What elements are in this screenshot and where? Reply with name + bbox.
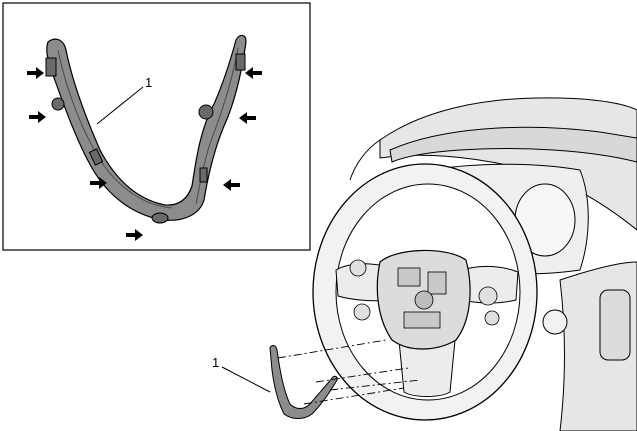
- spoke-button-left-2: [353, 303, 371, 321]
- callout-label-detail: 1: [145, 75, 152, 90]
- vent-knob: [542, 309, 568, 335]
- steering-wheel: [312, 163, 538, 421]
- trim-cover-detail: [45, 34, 247, 224]
- arrow-icon: [27, 67, 44, 79]
- arrow-icon: [239, 112, 256, 124]
- callout-leader-main: [221, 366, 271, 393]
- trim-cover-body: [46, 34, 247, 221]
- spoke-button-left-1: [349, 259, 367, 277]
- guide-line: [329, 379, 421, 391]
- trim-cover-main: [269, 345, 338, 419]
- guide-line: [303, 387, 405, 405]
- clip-right-top: [235, 53, 246, 71]
- detail-inset: 1: [2, 2, 311, 251]
- clip-right-lower: [199, 167, 208, 183]
- side-vent: [599, 289, 631, 361]
- arrow-icon: [223, 179, 240, 191]
- clip-bottom: [151, 212, 169, 224]
- callout-leader-detail: [96, 86, 144, 125]
- spoke-button-right-2: [484, 310, 500, 326]
- arrow-icon: [126, 229, 143, 241]
- hub-center: [414, 290, 434, 310]
- clip-left-top: [45, 57, 57, 77]
- guide-lines: [277, 339, 421, 405]
- arrow-icon: [245, 67, 262, 79]
- hub-mechanism-3: [403, 311, 441, 329]
- dash-hood: [389, 126, 637, 163]
- callout-label-main: 1: [212, 355, 219, 370]
- trim-cover-inner-edge-right: [195, 47, 239, 205]
- spoke-right: [461, 265, 519, 304]
- hub-mechanism-2: [427, 271, 447, 295]
- clip-left-lower: [88, 148, 104, 166]
- trim-cover-main-body: [269, 345, 338, 419]
- guide-line: [277, 339, 387, 359]
- arrow-icons: [27, 67, 262, 241]
- hub-mechanism-1: [397, 267, 421, 287]
- arrow-icon: [29, 111, 46, 123]
- clip-left-upper: [51, 97, 65, 111]
- dash-left-edge: [349, 139, 381, 181]
- spoke-button-right-1: [478, 286, 498, 306]
- arrow-icon: [90, 177, 107, 189]
- clip-right-upper: [198, 104, 214, 120]
